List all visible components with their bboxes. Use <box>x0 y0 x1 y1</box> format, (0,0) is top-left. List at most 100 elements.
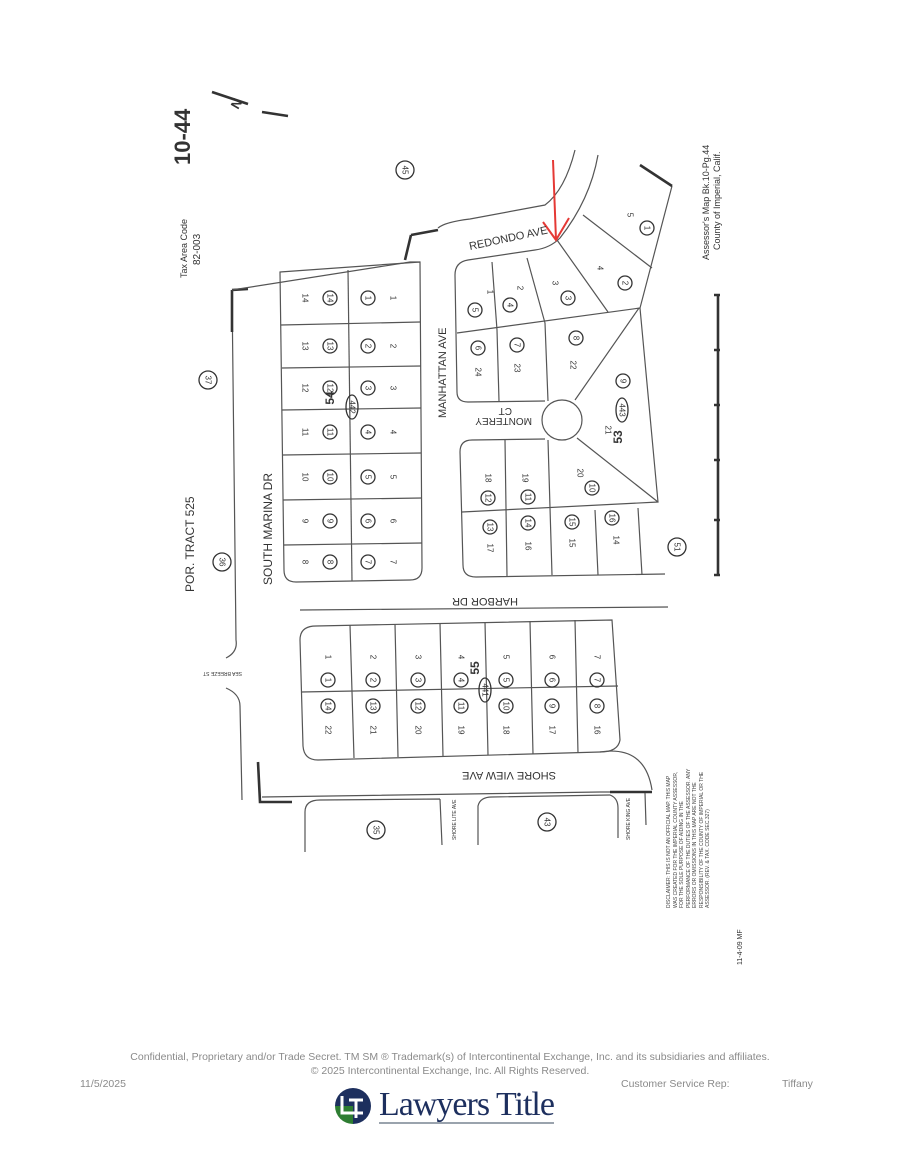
street-manhattan: MANHATTAN AVE <box>437 328 449 418</box>
assessor-parcel-map: 10-44 N Tax Area Code 82-003 POR. TRACT … <box>170 90 744 965</box>
book-number-443: 443 <box>618 403 627 417</box>
block-55-lot-6: 6 <box>548 655 557 660</box>
parcel-number-36: 36 <box>218 558 227 567</box>
parcel-number-35: 35 <box>372 826 381 835</box>
book-number-443-circle <box>615 397 629 423</box>
block-55-parcel-5: 5 <box>502 678 511 683</box>
block-53-parcel-13-circle <box>482 519 498 535</box>
block-53-lot-3: 3 <box>551 281 560 286</box>
block-54-parcel-10-circle <box>322 469 338 485</box>
block-54-lot-3: 3 <box>389 386 398 391</box>
block-54-lot-8: 8 <box>301 560 310 565</box>
red-arrow-annotation <box>542 159 570 242</box>
block-55-parcel-12: 12 <box>414 702 423 711</box>
parcel-number-35-circle <box>366 820 386 840</box>
parcel-number-45-circle <box>395 160 415 180</box>
block-54-parcel-4: 4 <box>364 430 373 435</box>
block-53-lot-2: 2 <box>516 286 525 291</box>
block-53-parcel-1: 1 <box>643 226 652 231</box>
block-54-lot-11: 11 <box>301 428 310 437</box>
parcel-number-43: 43 <box>543 818 552 827</box>
block-53-parcel-3: 3 <box>564 296 573 301</box>
block-54-lot-7: 7 <box>389 560 398 565</box>
block-54-parcel-8-circle <box>322 554 338 570</box>
block-54-parcel-11: 11 <box>326 428 335 437</box>
block-53-parcel-5: 5 <box>471 308 480 313</box>
block-55-parcel-14-circle <box>320 698 336 714</box>
block-53-parcel-6-circle <box>470 340 486 356</box>
block-53-parcel-10: 10 <box>588 484 597 493</box>
scale-bar <box>714 293 720 577</box>
block-54-parcel-7: 7 <box>364 560 373 565</box>
block-55-parcel-7-circle <box>589 672 605 688</box>
block-55-parcel-2-circle <box>365 672 381 688</box>
block-54-parcel-5: 5 <box>364 475 373 480</box>
block-53-parcel-2: 2 <box>621 281 630 286</box>
block-55-parcel-8: 8 <box>593 704 602 709</box>
parcel-number-36-circle <box>212 552 232 572</box>
block-54-lot-5: 5 <box>389 475 398 480</box>
tax-area-label: Tax Area Code <box>179 219 189 278</box>
block-54-lot-4: 4 <box>389 430 398 435</box>
block-55-parcel-4-circle <box>453 672 469 688</box>
block-55-parcel-9-circle <box>544 698 560 714</box>
parcel-number-51: 51 <box>673 543 682 552</box>
block-53-parcel-4-circle <box>502 297 518 313</box>
block-53-parcel-2-circle <box>617 275 633 291</box>
block-number-53: 53 <box>611 430 625 444</box>
block-55-lot-17: 17 <box>548 726 557 735</box>
block-53-parcel-11: 11 <box>524 493 533 502</box>
book-number-441: 441 <box>481 683 490 697</box>
block-54-lot-12: 12 <box>301 384 310 393</box>
block-54-parcel-2: 2 <box>364 344 373 349</box>
map-linework <box>211 90 720 852</box>
block-53-parcel-7-circle <box>509 337 525 353</box>
block-55-parcel-7: 7 <box>593 678 602 683</box>
block-53-lot-4: 4 <box>596 266 605 271</box>
block-54-lot-1: 1 <box>389 296 398 301</box>
block-54-parcel-3-circle <box>360 380 376 396</box>
street-sea-breeze: SEA BREEZE ST <box>203 670 242 676</box>
print-date: 11/5/2025 <box>80 1078 126 1090</box>
block-54-parcel-14-circle <box>322 290 338 306</box>
map-reference-line-2: County of Imperial, Calif. <box>712 151 722 250</box>
block-55-parcel-14: 14 <box>324 702 333 711</box>
sheet-number: 10-44 <box>170 108 195 165</box>
block-55-parcel-6: 6 <box>548 678 557 683</box>
block-54-parcel-13: 13 <box>326 342 335 351</box>
block-53-lot-18: 18 <box>484 474 493 483</box>
block-53-parcel-14: 14 <box>524 519 533 528</box>
parcel-number-37-circle <box>198 370 218 390</box>
logo-mark-icon <box>335 1088 371 1124</box>
block-55-parcel-2: 2 <box>369 678 378 683</box>
block-55-parcel-11: 11 <box>457 702 466 711</box>
block-55-lot-18: 18 <box>502 726 511 735</box>
block-53-lot-5: 5 <box>626 213 635 218</box>
north-arrow-icon <box>211 90 289 118</box>
block-54-lot-9: 9 <box>301 519 310 524</box>
parcel-number-37: 37 <box>204 376 213 385</box>
block-55-lot-5: 5 <box>502 655 511 660</box>
block-54-parcel-13-circle <box>322 338 338 354</box>
block-55-parcel-8-circle <box>589 698 605 714</box>
block-53-parcel-11-circle <box>520 489 536 505</box>
block-53-lot-19: 19 <box>521 474 530 483</box>
date-code: 11-4-09 MF <box>737 929 744 965</box>
block-53-parcel-10-circle <box>584 480 600 496</box>
block-53-lot-1: 1 <box>486 290 495 295</box>
rep-name: Tiffany <box>782 1078 813 1090</box>
block-53-lot-23: 23 <box>513 364 522 373</box>
block-53-parcel-15-circle <box>564 514 580 530</box>
block-55-lot-21: 21 <box>369 726 378 735</box>
block-54-lot-13: 13 <box>301 342 310 351</box>
block-53-parcel-6: 6 <box>474 346 483 351</box>
street-shore-view: SHORE VIEW AVE <box>462 769 556 781</box>
block-54-parcel-9: 9 <box>326 519 335 524</box>
north-label: N <box>228 96 246 112</box>
block-53-parcel-12-circle <box>480 490 496 506</box>
block-53-parcel-8-circle <box>568 330 584 346</box>
block-53-parcel-14-circle <box>520 515 536 531</box>
block-53-parcel-12: 12 <box>484 494 493 503</box>
block-54-parcel-7-circle <box>360 554 376 570</box>
